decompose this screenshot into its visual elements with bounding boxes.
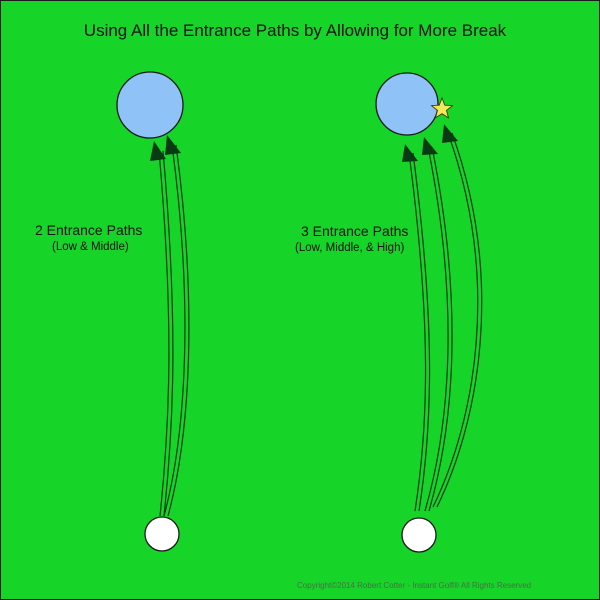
- entrance-paths-left: [158, 144, 190, 517]
- ball-left: [144, 516, 180, 552]
- hole-right: [375, 72, 439, 136]
- path-low-right-a: [408, 152, 427, 512]
- arrowhead-low-right: [402, 144, 418, 162]
- star-icon: [430, 96, 454, 119]
- arrowhead-low-left: [150, 141, 166, 161]
- ball-right: [401, 517, 437, 553]
- arrowhead-middle-right: [422, 137, 438, 155]
- path-low-left-b: [162, 150, 174, 517]
- entrance-paths-right: [408, 132, 483, 512]
- path-middle-right-b: [428, 146, 453, 512]
- path-middle-left-a: [163, 144, 186, 517]
- hole-left: [116, 71, 184, 139]
- left-panel-sublabel: (Low & Middle): [52, 241, 129, 253]
- right-panel-label: 3 Entrance Paths: [301, 223, 409, 239]
- path-middle-right-a: [424, 146, 449, 512]
- path-high-right-a: [432, 132, 479, 508]
- left-panel-label: 2 Entrance Paths: [35, 222, 143, 238]
- path-middle-left-b: [167, 144, 190, 517]
- copyright-notice: Copyright©2014 Robert Cotter - Instant G…: [297, 581, 532, 590]
- right-panel-sublabel: (Low, Middle, & High): [295, 242, 405, 254]
- diagram-title: Using All the Entrance Paths by Allowing…: [83, 21, 507, 40]
- arrowhead-high-right: [442, 124, 458, 143]
- arrowhead-middle-left: [165, 135, 181, 155]
- path-low-right-b: [412, 152, 431, 512]
- path-high-right-b: [436, 132, 483, 508]
- path-low-left-a: [158, 150, 170, 517]
